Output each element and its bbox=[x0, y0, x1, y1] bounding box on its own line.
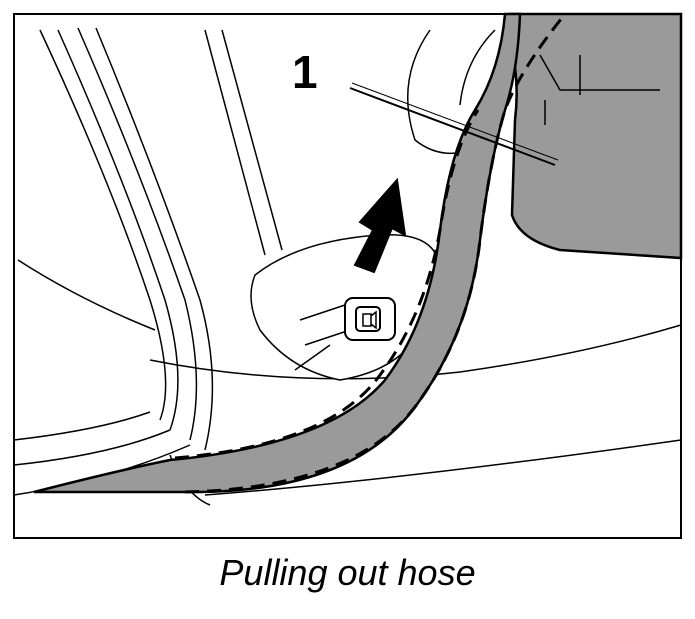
hose bbox=[33, 12, 522, 494]
callout-leader-line bbox=[349, 87, 556, 166]
recess-inner-line bbox=[294, 304, 351, 371]
callout-number-1: 1 bbox=[292, 46, 318, 98]
hose-dashed-edge-2 bbox=[184, 13, 567, 494]
component-detail bbox=[539, 54, 660, 125]
body-panel-lines bbox=[13, 27, 682, 506]
hose-dashed-edge bbox=[174, 109, 480, 460]
callout-leader-line-outline bbox=[351, 82, 559, 161]
connector-clip-icon bbox=[344, 297, 396, 341]
figure-caption: Pulling out hose bbox=[219, 552, 476, 593]
upper-trim-lines bbox=[406, 29, 496, 155]
pull-direction-arrow-icon bbox=[353, 177, 407, 274]
grey-component bbox=[508, 12, 683, 260]
